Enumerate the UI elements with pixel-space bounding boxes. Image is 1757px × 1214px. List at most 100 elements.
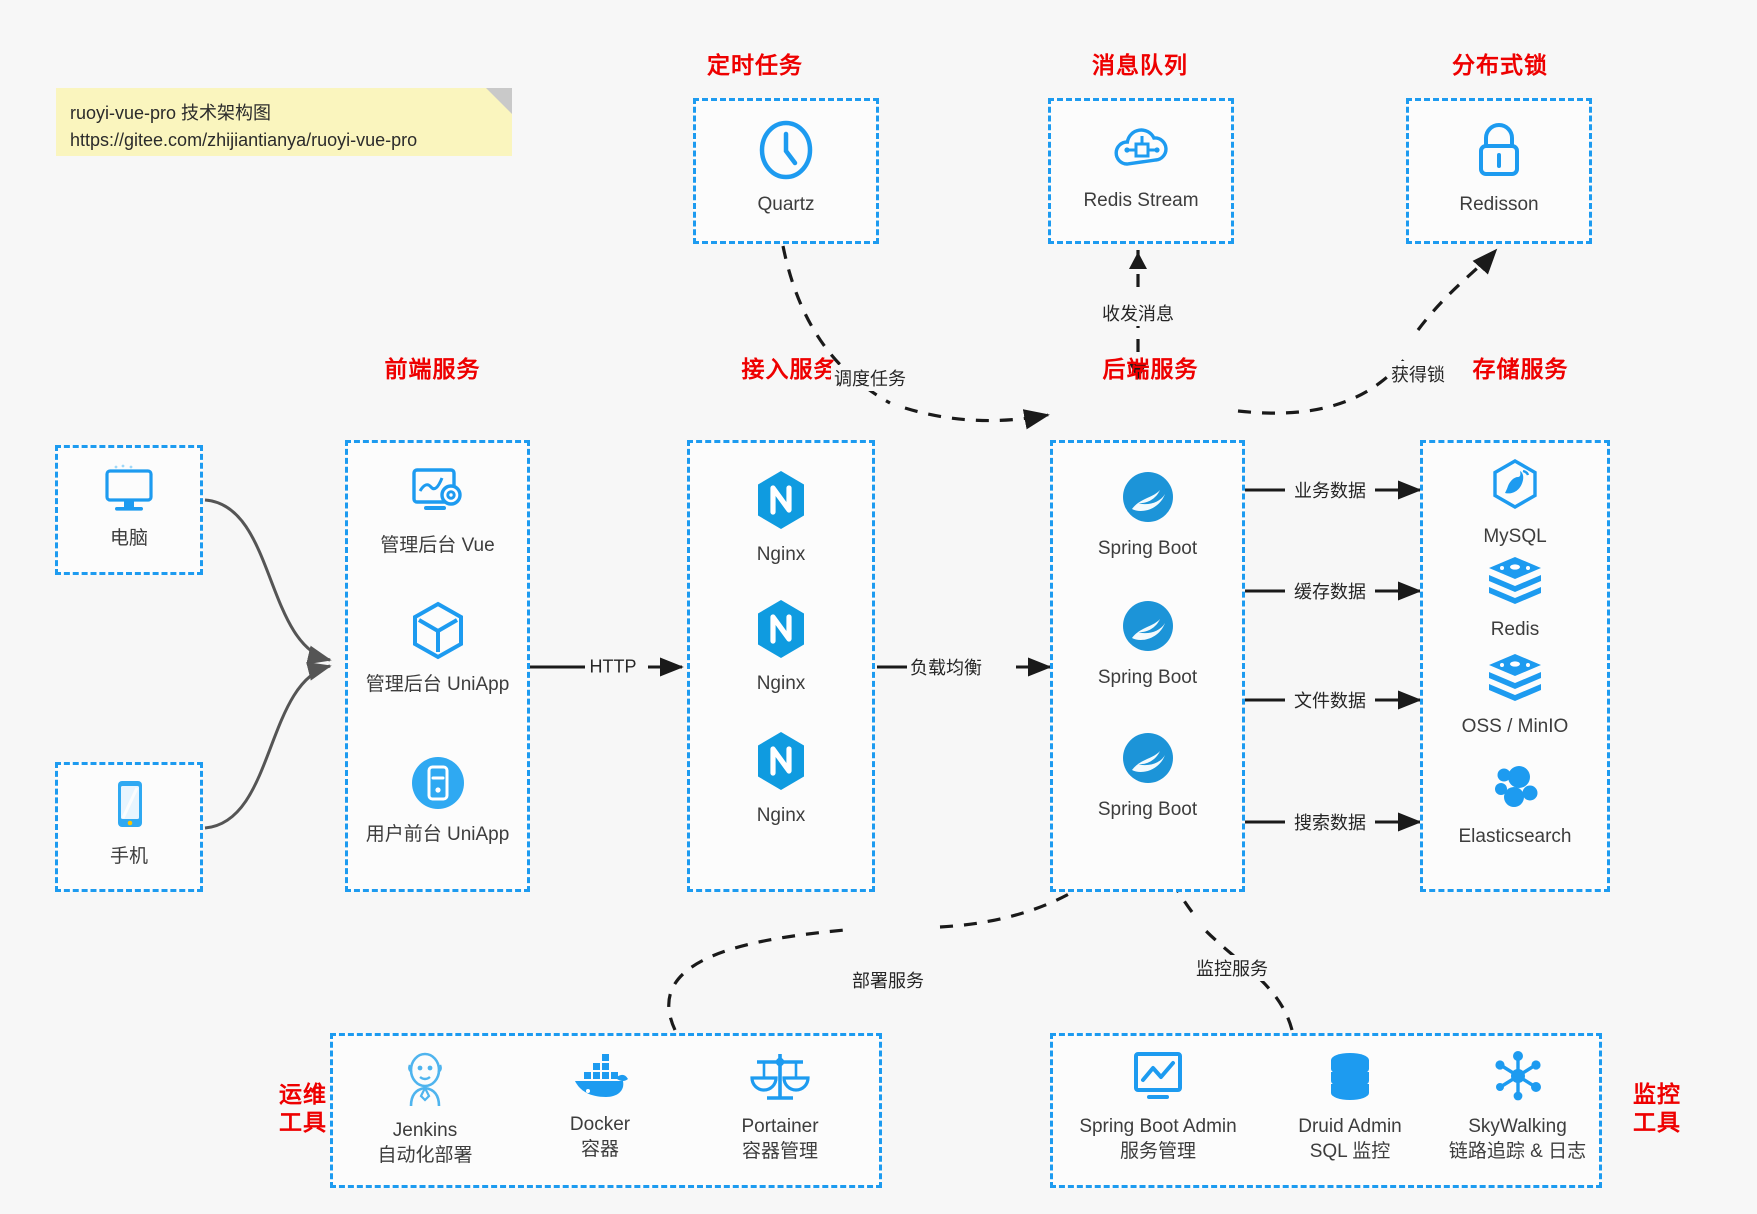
group-box-monitor <box>1050 1033 1602 1188</box>
node-label: 管理后台 Vue <box>380 535 495 556</box>
node-nginx-1[interactable]: Nginx <box>687 468 875 568</box>
group-title-monitor-line1: 监控 <box>1633 1081 1681 1107</box>
group-title-frontend: 前端服务 <box>384 356 481 382</box>
elasticsearch-cluster-icon <box>1420 760 1610 819</box>
group-title-monitor: 监控 工具 <box>1612 1080 1702 1136</box>
lock-icon <box>1406 118 1592 187</box>
node-label: Redis Stream <box>1083 190 1199 211</box>
node-label: Redisson <box>1459 194 1539 215</box>
node-redis[interactable]: Redis <box>1420 555 1610 643</box>
docker-whale-icon <box>515 1050 685 1107</box>
node-label: Nginx <box>756 805 806 826</box>
edge-label-business-data: 业务数据 <box>1291 477 1369 503</box>
node-label: SkyWalking <box>1468 1116 1567 1137</box>
node-redisson[interactable]: Redisson <box>1406 118 1592 218</box>
node-springboot-1[interactable]: Spring Boot <box>1050 468 1245 562</box>
mysql-dolphin-icon <box>1420 458 1610 519</box>
node-label: Spring Boot Admin <box>1079 1116 1237 1137</box>
nginx-icon <box>687 468 875 537</box>
node-label: Portainer <box>741 1116 819 1137</box>
node-nginx-2[interactable]: Nginx <box>687 597 875 697</box>
node-springboot-3[interactable]: Spring Boot <box>1050 729 1245 823</box>
node-docker[interactable]: Docker 容器 <box>515 1050 685 1162</box>
node-user-uniapp[interactable]: 用户前台 UniApp <box>345 754 530 848</box>
edge-label-search-data: 搜索数据 <box>1291 809 1369 835</box>
node-sublabel: 自动化部署 <box>377 1144 473 1166</box>
node-label: Nginx <box>756 673 806 694</box>
note-line-title: ruoyi-vue-pro 技术架构图 <box>70 103 272 123</box>
node-label: Quartz <box>757 194 815 215</box>
note-line-url: https://gitee.com/zhijiantianya/ruoyi-vu… <box>70 130 418 150</box>
group-title-devops-line1: 运维 <box>279 1081 327 1107</box>
node-label: OSS / MinIO <box>1461 716 1569 737</box>
node-nginx-3[interactable]: Nginx <box>687 729 875 829</box>
node-redis-stream[interactable]: Redis Stream <box>1048 118 1234 214</box>
group-title-scheduled-task: 定时任务 <box>707 52 803 78</box>
node-label: Spring Boot <box>1097 538 1198 559</box>
node-spring-boot-admin[interactable]: Spring Boot Admin 服务管理 <box>1058 1050 1258 1164</box>
edge-label-load-balance: 负载均衡 <box>907 654 985 680</box>
node-phone[interactable]: 手机 <box>55 778 203 870</box>
node-label: Jenkins <box>392 1120 458 1141</box>
node-sublabel: 容器管理 <box>741 1140 818 1162</box>
spring-leaf-icon <box>1050 468 1245 531</box>
node-quartz[interactable]: Quartz <box>693 118 879 218</box>
node-label: 用户前台 UniApp <box>365 824 510 845</box>
node-pc[interactable]: 电脑 <box>55 462 203 552</box>
node-label: Docker <box>569 1114 631 1135</box>
clock-icon <box>693 118 879 187</box>
group-box-distributed-lock <box>1406 98 1592 244</box>
node-label: Spring Boot <box>1097 667 1198 688</box>
node-sublabel: 容器 <box>580 1138 619 1160</box>
edge-label-deploy-service: 部署服务 <box>849 967 927 993</box>
node-label: 手机 <box>109 846 148 867</box>
node-mysql[interactable]: MySQL <box>1420 458 1610 550</box>
node-springboot-2[interactable]: Spring Boot <box>1050 597 1245 691</box>
node-portainer[interactable]: Portainer 容器管理 <box>695 1050 865 1164</box>
node-oss-minio[interactable]: OSS / MinIO <box>1420 652 1610 740</box>
smartphone-icon <box>55 778 203 839</box>
node-sublabel: 服务管理 <box>1119 1140 1196 1162</box>
redis-stack-icon <box>1420 555 1610 612</box>
node-jenkins[interactable]: Jenkins 自动化部署 <box>340 1050 510 1168</box>
node-label: Nginx <box>756 544 806 565</box>
group-box-scheduled-task <box>693 98 879 244</box>
node-sublabel: SQL 监控 <box>1309 1140 1391 1162</box>
group-box-message-queue <box>1048 98 1234 244</box>
spring-leaf-icon <box>1050 729 1245 792</box>
network-nodes-icon <box>1425 1050 1610 1109</box>
cloud-node-icon <box>1048 118 1234 183</box>
edge-label-http: HTTP <box>586 656 640 678</box>
nginx-icon <box>687 729 875 798</box>
node-druid-admin[interactable]: Druid Admin SQL 监控 <box>1265 1050 1435 1164</box>
node-label: 电脑 <box>109 528 148 549</box>
group-title-devops-line2: 工具 <box>279 1109 327 1136</box>
group-box-frontend <box>345 440 530 892</box>
group-title-distributed-lock: 分布式锁 <box>1452 52 1548 78</box>
mobile-circle-icon <box>345 754 530 817</box>
node-label: Druid Admin <box>1298 1116 1402 1137</box>
group-title-message-queue: 消息队列 <box>1092 52 1188 78</box>
redis-stack-icon <box>1420 652 1610 709</box>
node-elasticsearch[interactable]: Elasticsearch <box>1420 760 1610 850</box>
edge-label-send-receive-message: 收发消息 <box>1099 300 1177 326</box>
node-skywalking[interactable]: SkyWalking 链路追踪 & 日志 <box>1425 1050 1610 1164</box>
edge-label-acquire-lock: 获得锁 <box>1388 361 1448 387</box>
spring-leaf-icon <box>1050 597 1245 660</box>
edge-label-cache-data: 缓存数据 <box>1291 578 1369 604</box>
group-title-gateway: 接入服务 <box>741 356 838 382</box>
node-sublabel: 链路追踪 & 日志 <box>1448 1140 1587 1162</box>
node-label: MySQL <box>1483 526 1547 547</box>
node-label: Redis <box>1490 619 1540 640</box>
note-fold-corner <box>486 88 512 114</box>
node-label: Elasticsearch <box>1458 826 1572 847</box>
node-admin-uniapp[interactable]: 管理后台 UniApp <box>345 600 530 698</box>
dashboard-gear-icon <box>345 465 530 528</box>
group-title-storage: 存储服务 <box>1472 356 1569 382</box>
sticky-note: ruoyi-vue-pro 技术架构图 https://gitee.com/zh… <box>56 88 512 156</box>
node-label: Spring Boot <box>1097 799 1198 820</box>
node-admin-vue[interactable]: 管理后台 Vue <box>345 465 530 559</box>
group-title-devops: 运维 工具 <box>258 1080 348 1136</box>
node-label: 管理后台 UniApp <box>365 674 510 695</box>
